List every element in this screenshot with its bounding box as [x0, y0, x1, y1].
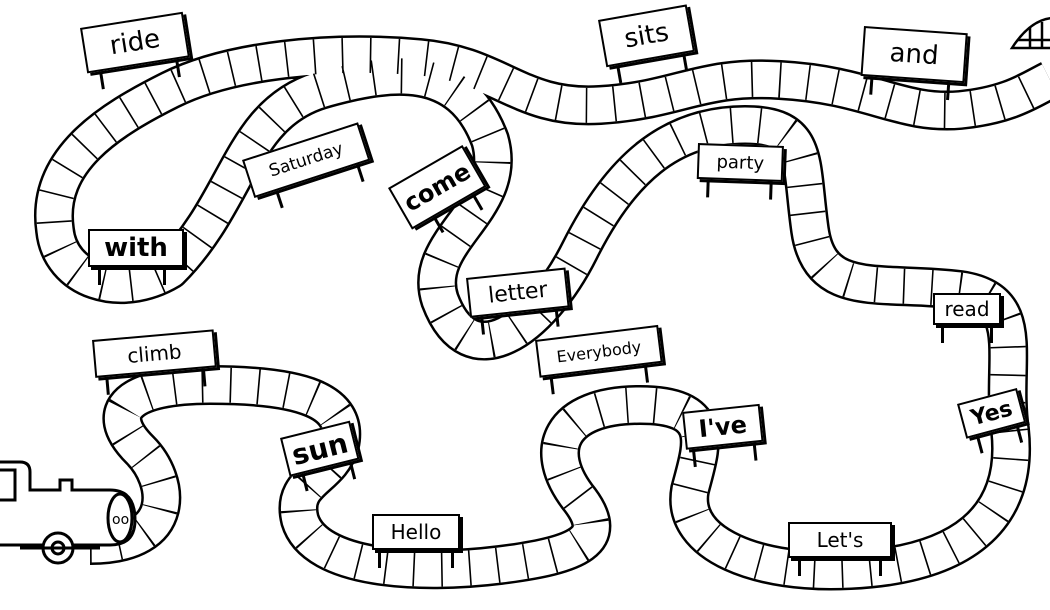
- svg-text:oo: oo: [112, 512, 129, 528]
- sign-lets: Let's: [788, 522, 892, 576]
- sign-ive: I've: [682, 403, 764, 468]
- sign-label: party: [696, 143, 784, 182]
- train-engine-icon: oo: [0, 460, 137, 565]
- finish-dome-icon: [1009, 17, 1050, 50]
- sign-hello: Hello: [372, 514, 460, 568]
- sign-read: read: [933, 293, 1001, 343]
- sign-label: Let's: [788, 522, 892, 558]
- sign-label: Hello: [372, 514, 460, 550]
- sign-label: I've: [682, 403, 764, 450]
- sign-with: with: [88, 229, 184, 285]
- sign-label: and: [860, 26, 968, 84]
- sign-label: with: [88, 229, 184, 267]
- sign-party: party: [696, 143, 784, 200]
- sign-label: read: [933, 293, 1001, 325]
- sign-and: and: [860, 26, 968, 101]
